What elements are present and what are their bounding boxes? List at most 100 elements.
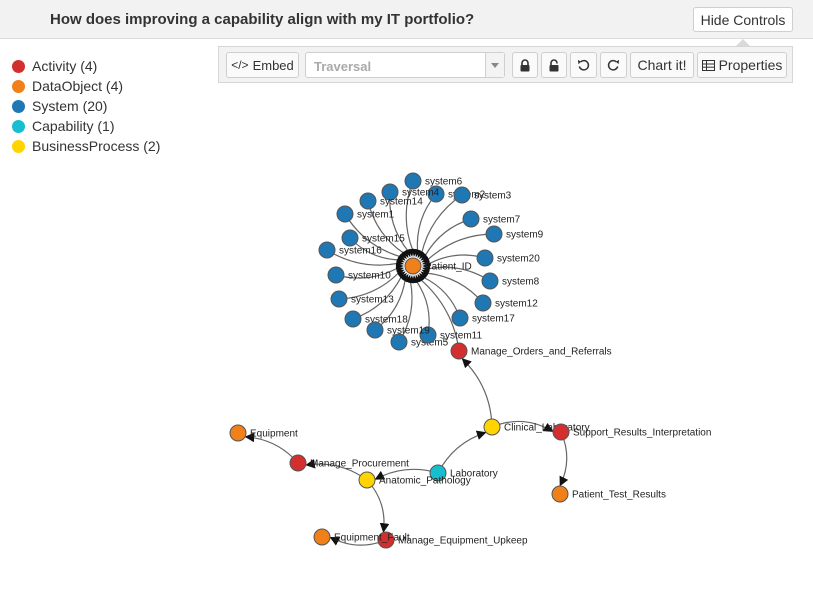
graph-edge (461, 358, 493, 428)
node-label: system3 (474, 191, 512, 202)
legend-item[interactable]: Capability (1) (12, 116, 160, 136)
graph-node-system20[interactable] (476, 249, 494, 267)
node-label: system18 (365, 315, 408, 326)
traversal-select[interactable]: Traversal (305, 52, 505, 78)
graph-node-patient-id[interactable] (404, 257, 422, 275)
properties-label: Properties (718, 57, 783, 73)
graph-node-patient-test-results[interactable] (551, 485, 569, 503)
graph-node-system16[interactable] (318, 241, 336, 259)
graph-node-system15[interactable] (341, 229, 359, 247)
node-label: system4 (402, 188, 440, 199)
graph-node-system6[interactable] (404, 172, 422, 190)
graph-node-clinical-laboratory[interactable] (483, 418, 501, 436)
graph-node-system2[interactable] (427, 185, 445, 203)
graph-node-system11[interactable] (419, 326, 437, 344)
graph-edge (419, 278, 460, 352)
graph-node-anatomic-pathology[interactable] (358, 471, 376, 489)
node-label: Support_Results_Interpretation (573, 428, 711, 439)
node-label: system20 (497, 254, 540, 265)
controls-caret (736, 39, 750, 46)
graph-node-system8[interactable] (481, 272, 499, 290)
node-label: Anatomic_Pathology (379, 476, 471, 487)
legend-label: BusinessProcess (2) (32, 138, 161, 154)
chart-it-button[interactable]: Chart it! (630, 52, 694, 78)
graph-node-support-results-interpretation[interactable] (552, 423, 570, 441)
legend-item[interactable]: System (20) (12, 96, 160, 116)
graph-edge (420, 194, 463, 254)
properties-button[interactable]: Properties (697, 52, 787, 78)
node-label: system11 (440, 331, 482, 342)
node-label: system9 (506, 230, 544, 241)
undo-button[interactable] (570, 52, 597, 78)
graph-node-equipment-fault[interactable] (313, 528, 331, 546)
graph-node-system18[interactable] (344, 310, 362, 328)
lock-button[interactable] (512, 52, 538, 78)
legend-dot-businessprocess (12, 139, 25, 153)
hub-arrowhead (399, 251, 407, 260)
chevron-down-icon (485, 53, 504, 77)
graph-edge (437, 430, 487, 474)
node-label: system12 (495, 299, 538, 310)
node-label: system7 (483, 215, 521, 226)
node-label: system19 (387, 326, 430, 337)
graph-edge (424, 218, 472, 257)
graph-node-manage-equipment-upkeep[interactable] (377, 531, 395, 549)
embed-button[interactable]: </> Embed (226, 52, 299, 78)
graph-node-system1[interactable] (336, 205, 354, 223)
node-label: system17 (472, 314, 515, 325)
embed-label: Embed (252, 57, 294, 73)
top-bar: How does improving a capability align wi… (0, 0, 813, 39)
node-label: system16 (339, 246, 382, 257)
node-label: system14 (380, 197, 423, 208)
legend-item[interactable]: BusinessProcess (2) (12, 136, 160, 156)
node-label: Manage_Equipment_Upkeep (398, 536, 528, 547)
graph-node-system5[interactable] (390, 333, 408, 351)
hub-arrowhead (419, 251, 427, 260)
node-label: Clinical_Laboratory (504, 423, 590, 434)
page-title: How does improving a capability align wi… (50, 11, 475, 28)
hub-arrowhead (420, 271, 429, 279)
graph-node-system14[interactable] (359, 192, 377, 210)
lock-icon (520, 58, 530, 71)
graph-node-system12[interactable] (474, 294, 492, 312)
graph-node-system7[interactable] (462, 210, 480, 228)
legend-item[interactable]: DataObject (4) (12, 76, 160, 96)
node-label: system10 (348, 271, 391, 282)
node-label: system6 (425, 177, 463, 188)
node-label: Manage_Procurement (310, 459, 409, 470)
node-label: system15 (362, 234, 405, 245)
graph-node-laboratory[interactable] (429, 464, 447, 482)
legend-dot-dataobject (12, 79, 25, 93)
unlock-button[interactable] (541, 52, 567, 78)
code-icon: </> (231, 58, 249, 72)
legend-dot-capability (12, 119, 25, 133)
graph-node-system4[interactable] (381, 183, 399, 201)
graph-node-system13[interactable] (330, 290, 348, 308)
graph-node-system19[interactable] (366, 321, 384, 339)
graph-node-equipment[interactable] (229, 424, 247, 442)
traversal-value: Traversal (314, 59, 372, 74)
graph-node-manage-orders-and-referrals[interactable] (450, 342, 468, 360)
legend-label: Capability (1) (32, 118, 115, 134)
legend-dot-system (12, 99, 25, 113)
legend-label: DataObject (4) (32, 78, 124, 94)
legend-label: Activity (4) (32, 58, 98, 74)
graph-node-system9[interactable] (485, 225, 503, 243)
legend-item[interactable]: Activity (4) (12, 56, 160, 76)
redo-icon (607, 59, 620, 71)
unlock-icon (549, 58, 559, 71)
hide-controls-button[interactable]: Hide Controls (693, 7, 793, 32)
graph-node-system3[interactable] (453, 186, 471, 204)
graph-node-manage-procurement[interactable] (289, 454, 307, 472)
node-label: system8 (502, 277, 540, 288)
node-label: Laboratory (450, 469, 498, 480)
graph-node-system10[interactable] (327, 266, 345, 284)
redo-button[interactable] (600, 52, 627, 78)
node-label: system13 (351, 295, 394, 306)
hub-arrowhead (397, 253, 406, 261)
graph-node-system17[interactable] (451, 309, 469, 327)
hub-arrowhead (419, 272, 427, 281)
legend-dot-activity (12, 59, 25, 73)
graph-edge (426, 272, 484, 304)
